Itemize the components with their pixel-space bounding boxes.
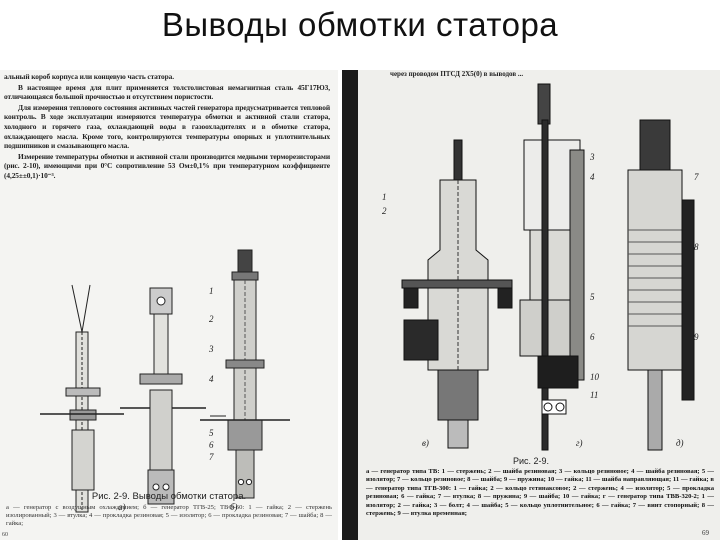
scanned-page-right: через проводом ПТСД 2Х5(0) в выводов ... [342, 70, 720, 540]
left-page-text: альный короб корпуса или концевую часть … [4, 72, 330, 182]
callout-2: 2 [382, 206, 387, 216]
callout-7: 7 [209, 452, 214, 462]
figure-caption-right: Рис. 2-9. [512, 456, 550, 466]
callout-3: 3 [208, 344, 214, 354]
figure-legend-right: а — генератор типа ТВ: 1 — стержень; 2 —… [366, 468, 714, 518]
lead-drawing-d [627, 119, 695, 451]
paragraph: Для измерения теплового состояния активн… [4, 102, 330, 151]
lead-drawing-a1 [40, 284, 124, 513]
callout-4: 4 [590, 172, 595, 182]
fig-letter-d: д) [676, 438, 684, 448]
lead-drawing-v [401, 139, 513, 449]
stator-lead-drawings-right: 1 2 3 4 5 6 7 8 9 10 11 в) г) д) [382, 83, 699, 451]
callout-9: 9 [694, 332, 699, 342]
paragraph: альный короб корпуса или концевую часть … [4, 72, 174, 81]
callout-8: 8 [694, 242, 699, 252]
right-page-top-text: через проводом ПТСД 2Х5(0) в выводов ... [390, 70, 524, 78]
fig-letter-g: г) [576, 438, 583, 448]
callout-10: 10 [590, 372, 600, 382]
scan-dark-margin [342, 70, 358, 540]
callout-3: 3 [589, 152, 595, 162]
fig-letter-a: а) [118, 502, 126, 512]
callout-6: 6 [590, 332, 595, 342]
figure-legend-left: а — генератор с воздушным охлаждением; б… [6, 504, 332, 528]
fig-letter-v: в) [422, 438, 429, 448]
scanned-page-left: альный короб корпуса или концевую часть … [0, 70, 338, 540]
lead-drawing-g [519, 83, 585, 451]
callout-4: 4 [209, 374, 214, 384]
callout-5: 5 [590, 292, 595, 302]
page-number-right: 69 [702, 529, 709, 537]
callout-1: 1 [209, 286, 214, 296]
fig-letter-b: б) [230, 502, 238, 512]
callout-2: 2 [209, 314, 214, 324]
callout-5: 5 [209, 428, 214, 438]
lead-drawing-a2 [120, 287, 206, 505]
callout-6: 6 [209, 440, 214, 450]
slide-title: Выводы обмотки статора [161, 6, 559, 43]
figure-caption-left: Рис. 2-9. Выводы обмотки статора. [91, 491, 247, 502]
paragraph: Измерение температуры обмотки и активной… [4, 151, 330, 180]
stator-lead-drawings-left: 1 2 3 4 5 6 7 а) б) [40, 249, 290, 513]
callout-11: 11 [590, 390, 598, 400]
paragraph: В настоящее время для плит применяется т… [4, 82, 330, 102]
callout-7: 7 [694, 172, 699, 182]
page-number-left: 60 [2, 532, 8, 538]
callout-1: 1 [382, 192, 387, 202]
lead-drawing-b [200, 249, 290, 499]
